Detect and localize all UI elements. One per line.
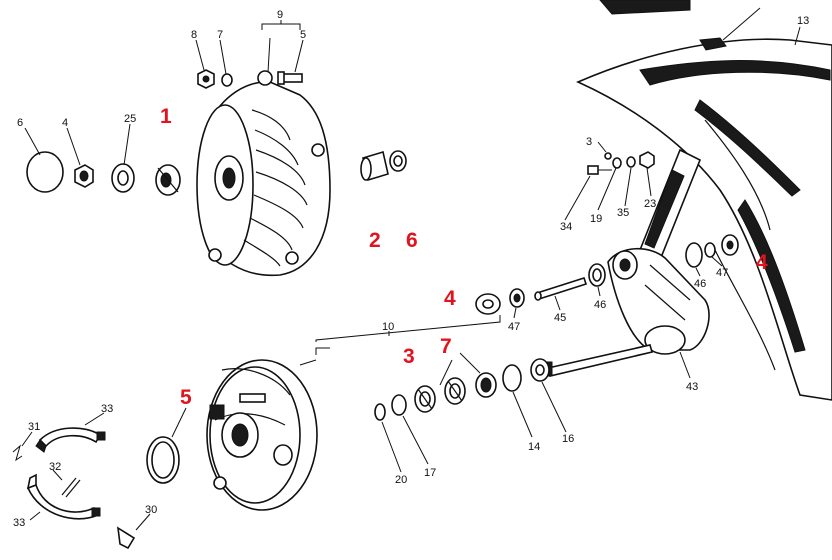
leader-lines: [21, 7, 801, 531]
label-5: 5: [300, 29, 306, 41]
label-47-right: 47: [716, 267, 728, 279]
washer-part-25: [111, 163, 135, 193]
nut-part-8: [197, 69, 215, 89]
washer-part-47-right: [704, 242, 716, 258]
pin-part-45: [534, 276, 588, 301]
label-13: 13: [797, 15, 809, 27]
spacer-part-2: [360, 150, 389, 182]
label-32: 32: [49, 461, 61, 473]
o-ring-part-14: [502, 364, 522, 392]
bushing-part-4-middle: [475, 293, 501, 315]
spring-part-32: [61, 477, 81, 498]
spring-part-31: [12, 444, 23, 462]
label-6: 6: [17, 117, 23, 129]
callout-5: 5: [180, 386, 192, 409]
label-30: 30: [145, 504, 157, 516]
label-14: 14: [528, 441, 540, 453]
part-number-labels: 9 8 7 5 13 6 4 25 3 34 19 35 23 46 47 10…: [13, 9, 809, 529]
label-17: 17: [424, 467, 436, 479]
washer-part-46-right: [685, 242, 703, 268]
seal-part-6: [389, 150, 407, 172]
washer-part-46-middle: [588, 263, 606, 287]
label-10: 10: [382, 321, 394, 333]
label-8: 8: [191, 29, 197, 41]
label-20: 20: [395, 474, 407, 486]
bearing-part-3b: [444, 377, 466, 405]
washer-part-7: [221, 73, 233, 87]
swing-arm-part: [541, 247, 710, 377]
callout-4-right: 4: [756, 251, 768, 274]
label-46-middle: 46: [594, 299, 606, 311]
label-3: 3: [586, 136, 592, 148]
label-9: 9: [277, 9, 283, 21]
label-19: 19: [590, 213, 602, 225]
bearing-part-1: [155, 164, 181, 196]
red-callouts: 1 2 6 4 4 3 7 5: [160, 105, 768, 409]
callout-3: 3: [403, 345, 415, 368]
bearing-part-3a: [414, 385, 436, 413]
cap-part-6: [26, 151, 64, 193]
brake-plate-part: [206, 359, 318, 511]
hub-part: [196, 70, 331, 277]
washer-part-16: [530, 358, 550, 382]
nut-part-4: [74, 164, 94, 188]
lever-part-30: [116, 526, 136, 550]
label-31: 31: [28, 421, 40, 433]
washer-part-17: [391, 394, 407, 416]
brake-shoe-part-top: [35, 427, 106, 453]
ring-part-5: [146, 436, 180, 484]
label-47-middle: 47: [508, 321, 520, 333]
bushing-part-4-right: [721, 234, 739, 256]
label-23: 23: [644, 198, 656, 210]
label-4: 4: [62, 117, 68, 129]
label-16: 16: [562, 433, 574, 445]
label-45: 45: [554, 312, 566, 324]
callout-4-middle: 4: [444, 287, 456, 310]
small-parts-cluster: [587, 151, 655, 175]
fender-part: [576, 0, 832, 401]
bolt-part-5: [277, 71, 303, 85]
label-25: 25: [124, 113, 136, 125]
callout-1: 1: [160, 105, 172, 128]
label-46-right: 46: [694, 278, 706, 290]
label-33-bottom: 33: [13, 517, 25, 529]
label-7: 7: [217, 29, 223, 41]
label-35: 35: [617, 207, 629, 219]
label-33-top: 33: [101, 403, 113, 415]
brake-shoe-part-bottom: [26, 473, 101, 520]
circlip-part-20: [374, 403, 386, 421]
callout-2: 2: [369, 229, 381, 252]
washer-part-47-middle: [509, 288, 525, 308]
fork-leg-part: [638, 148, 702, 262]
label-34: 34: [560, 221, 572, 233]
callout-7: 7: [440, 335, 452, 358]
callout-6: 6: [406, 229, 418, 252]
seal-part-7: [475, 372, 497, 398]
label-43: 43: [686, 381, 698, 393]
